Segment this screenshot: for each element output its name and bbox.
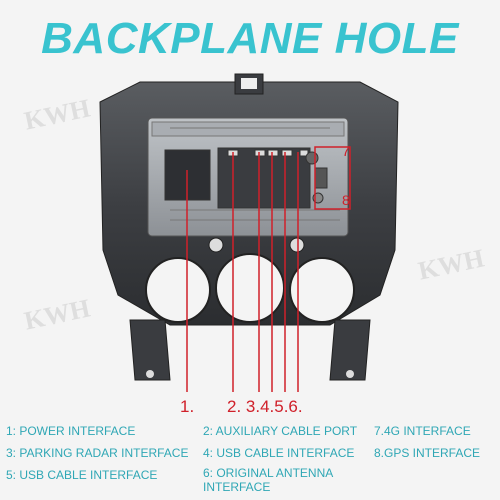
- connector-block: [164, 147, 328, 209]
- callout-lines: [186, 146, 351, 392]
- legend-item-7: 7.4G INTERFACE: [374, 424, 471, 438]
- callout-8: 8: [342, 192, 350, 208]
- callout-2-6: 2. 3.4.5.6.: [227, 397, 303, 416]
- legend-item-1: 1: POWER INTERFACE: [6, 424, 136, 438]
- vent-opening-left: [145, 257, 211, 323]
- legend-item-8: 8.GPS INTERFACE: [374, 446, 481, 460]
- legend-item-6: 6: ORIGINAL ANTENNA INTERFACE: [203, 466, 333, 494]
- mount-hole-right: [289, 237, 305, 253]
- leg-left: [129, 319, 171, 381]
- callout-7: 7: [342, 143, 350, 159]
- vent-opening-center: [215, 253, 285, 323]
- legend-item-4: 4: USB CABLE INTERFACE: [203, 446, 355, 460]
- vent-opening-right: [289, 257, 355, 323]
- page-title: BACKPLANE HOLE: [41, 14, 459, 63]
- mount-hole-left: [208, 237, 224, 253]
- leg-right: [329, 319, 371, 381]
- vent-slits: [170, 127, 340, 221]
- legend-item-3: 3: PARKING RADAR INTERFACE: [6, 446, 189, 460]
- legend-item-2: 2: AUXILIARY CABLE PORT: [203, 424, 358, 438]
- callout-1: 1.: [180, 397, 195, 416]
- legend-item-5: 5: USB CABLE INTERFACE: [6, 468, 158, 482]
